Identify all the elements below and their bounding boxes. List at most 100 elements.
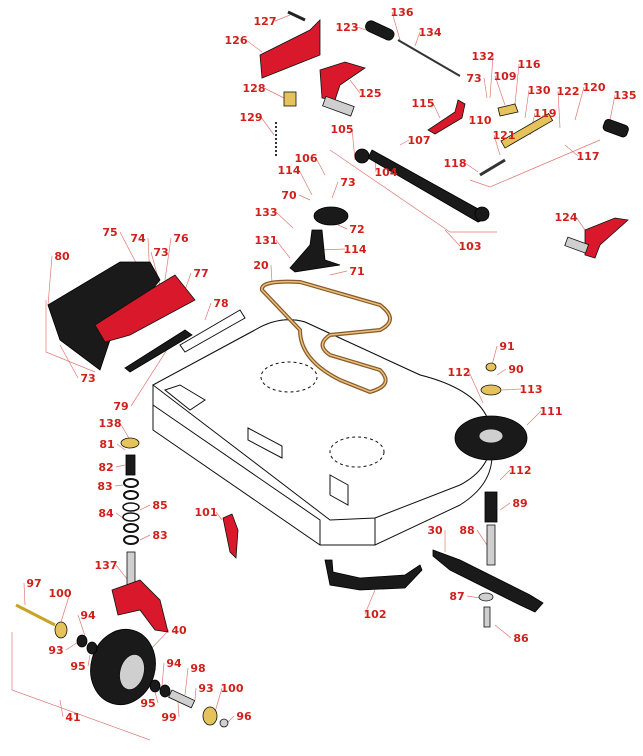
callout-label-124: 124 [555, 211, 578, 224]
leader-line [139, 504, 151, 511]
leader-line [119, 422, 131, 441]
callout-label-107: 107 [408, 134, 431, 147]
leader-line [476, 529, 488, 546]
leader-line [349, 79, 361, 94]
leader-line [364, 589, 376, 615]
callout-label-136: 136 [391, 6, 414, 19]
callout-label-109: 109 [494, 70, 517, 83]
callout-label-81: 81 [99, 438, 114, 451]
callout-label-116: 116 [518, 58, 541, 71]
leader-line [489, 55, 494, 99]
leader-line [574, 86, 585, 121]
leader-line [23, 582, 26, 606]
caster-stack [111, 437, 169, 633]
leader-line [331, 181, 339, 199]
callout-label-100: 100 [221, 682, 244, 695]
callout-label-129: 129 [240, 111, 263, 124]
callout-label-127: 127 [254, 15, 277, 28]
leader-line [184, 272, 192, 291]
part-119-tube [500, 113, 554, 149]
callout-label-118: 118 [444, 157, 467, 170]
callout-label-132: 132 [472, 50, 495, 63]
callout-label-73: 73 [466, 72, 481, 85]
callout-label-114: 114 [344, 243, 367, 256]
callout-label-122: 122 [557, 85, 580, 98]
leader-line [65, 641, 79, 651]
callout-label-137: 137 [95, 559, 118, 572]
callout-label-95: 95 [140, 697, 155, 710]
leader-line [214, 687, 223, 713]
leader-line [444, 229, 461, 247]
leader-line [499, 502, 511, 511]
part-127-bolt [287, 10, 306, 22]
callout-label-105: 105 [331, 123, 354, 136]
part-126-bracket [259, 19, 321, 79]
callout-label-71: 71 [349, 265, 364, 278]
callout-label-131: 131 [255, 234, 278, 247]
callout-label-98: 98 [190, 662, 205, 675]
leader-line [493, 134, 501, 156]
leader-line [483, 77, 488, 99]
callout-label-88: 88 [459, 524, 474, 537]
group-bracket-line [11, 632, 151, 741]
callout-label-72: 72 [349, 223, 364, 236]
callout-label-121: 121 [493, 129, 516, 142]
leader-line [524, 89, 530, 119]
part-80-discharge-chute [47, 261, 196, 373]
callout-label-123: 123 [336, 21, 359, 34]
part-124-arm [584, 217, 629, 259]
part-88-shaft [486, 524, 496, 566]
leader-line [227, 715, 235, 723]
part-134-rod [397, 39, 461, 77]
leader-line [315, 157, 326, 176]
leader-line [494, 75, 506, 106]
callout-label-77: 77 [193, 267, 208, 280]
leader-line [60, 592, 71, 623]
callout-label-83: 83 [152, 529, 167, 542]
callout-label-86: 86 [513, 632, 529, 645]
leader-line [494, 624, 512, 639]
mower-deck [152, 309, 493, 546]
callout-label-70: 70 [281, 189, 297, 202]
callout-label-82: 82 [98, 461, 113, 474]
leader-line [468, 371, 484, 404]
callout-label-135: 135 [614, 89, 637, 102]
leader-lines [11, 11, 616, 741]
leader-line [501, 388, 522, 391]
leader-line [115, 512, 124, 519]
callout-label-30: 30 [427, 524, 443, 537]
callout-label-79: 79 [113, 400, 128, 413]
group-bracket-line [45, 300, 96, 373]
callout-label-90: 90 [508, 363, 524, 376]
leader-line [177, 701, 180, 718]
leader-line [164, 237, 172, 281]
part-131-bracket [289, 229, 341, 273]
leader-line [130, 344, 171, 407]
leader-line [114, 484, 124, 487]
callout-label-120: 120 [583, 81, 606, 94]
part-123-sleeve [365, 20, 395, 41]
leader-line [557, 90, 561, 129]
leader-line [575, 216, 586, 231]
leader-line [139, 534, 151, 541]
callout-label-89: 89 [512, 497, 527, 510]
leader-line [351, 128, 356, 161]
callout-label-99: 99 [161, 711, 176, 724]
leader-line [329, 270, 348, 276]
leader-line [77, 614, 86, 637]
callout-label-102: 102 [364, 608, 387, 621]
callout-label-93: 93 [48, 644, 63, 657]
callout-label-75: 75 [102, 226, 117, 239]
leader-line [432, 102, 441, 119]
callout-label-94: 94 [80, 609, 96, 622]
callout-label-111: 111 [540, 405, 563, 418]
callout-label-93: 93 [198, 682, 213, 695]
leader-line [526, 410, 542, 426]
leader-line [564, 144, 579, 157]
leader-line [399, 139, 410, 146]
leader-line [87, 654, 91, 667]
callout-label-130: 130 [528, 84, 551, 97]
callout-label-73: 73 [80, 372, 95, 385]
callout-label-76: 76 [173, 232, 189, 245]
